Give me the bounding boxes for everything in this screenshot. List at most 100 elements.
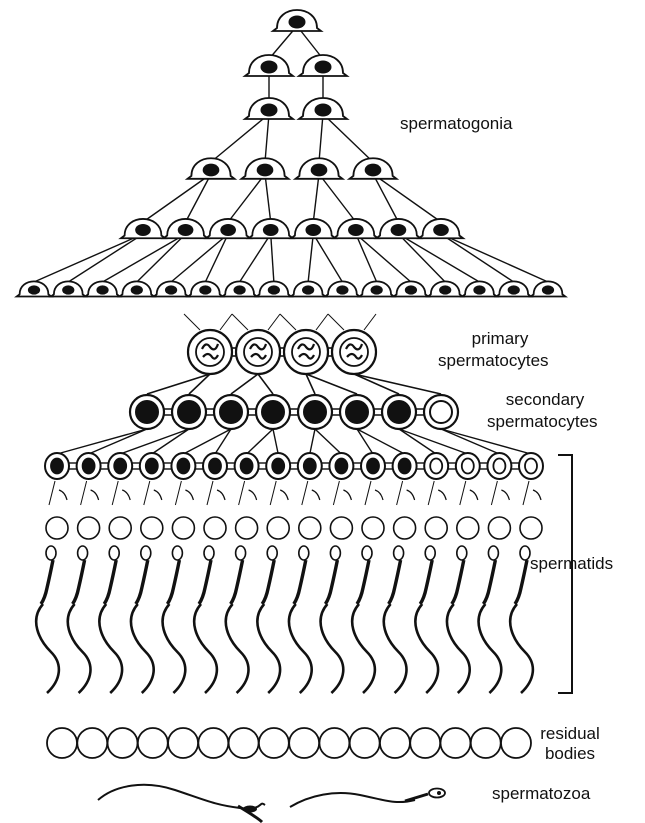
spermatid-thread bbox=[49, 481, 55, 505]
spermatid-tail-bud bbox=[280, 490, 288, 500]
spermatid-thread bbox=[81, 481, 87, 505]
spermatogonium-nucleus bbox=[433, 224, 449, 236]
spermatid-link-line bbox=[310, 429, 315, 454]
primary-link-line bbox=[316, 314, 328, 330]
spermatogonium-nucleus bbox=[178, 224, 194, 236]
spermatid-head-loop bbox=[204, 546, 214, 560]
spermatogonium-nucleus bbox=[233, 285, 245, 294]
spermatid-tail bbox=[384, 604, 407, 693]
spermatid-link-line bbox=[273, 429, 278, 454]
spermatid-link-line bbox=[399, 429, 436, 454]
secondary-spermatocyte-nucleus bbox=[304, 401, 326, 423]
spermatozoon-acrosome bbox=[437, 791, 441, 795]
primary-link-line bbox=[184, 314, 200, 330]
spermatid-tail bbox=[447, 604, 470, 693]
spermatid-midpiece bbox=[357, 560, 369, 604]
spermatogonia-link-line bbox=[373, 174, 441, 222]
label-residual: residual bbox=[520, 723, 620, 745]
secondary-link-line bbox=[258, 374, 273, 394]
spermatid-nucleus bbox=[367, 459, 379, 474]
spermatid-link-line bbox=[57, 429, 147, 454]
spermatogonium-nucleus bbox=[135, 224, 151, 236]
residual-body bbox=[259, 728, 289, 758]
spermatid-head-loop bbox=[141, 546, 151, 560]
spermatogonium-nucleus bbox=[96, 285, 108, 294]
spermatid-head-loop bbox=[394, 546, 404, 560]
spermatogonia-link-line bbox=[441, 234, 548, 282]
spermatogonium-nucleus bbox=[302, 285, 314, 294]
spermatogonia-link-line bbox=[265, 114, 269, 162]
spermatogonium-nucleus bbox=[336, 285, 348, 294]
spermatid-thread bbox=[144, 481, 150, 505]
spermatid-tail-bud bbox=[375, 490, 383, 500]
spermatid-thread bbox=[365, 481, 371, 505]
elongating-spermatid-cell bbox=[520, 517, 542, 539]
spermatogonia-link-line bbox=[313, 234, 342, 282]
residual-body bbox=[350, 728, 380, 758]
spermatid-thread bbox=[175, 481, 181, 505]
spermatogonia-link-line bbox=[308, 234, 313, 282]
spermatid-tail bbox=[289, 604, 312, 693]
spermatid-tail bbox=[257, 604, 280, 693]
residual-body bbox=[471, 728, 501, 758]
elongating-spermatid-cell bbox=[457, 517, 479, 539]
spermatid-nucleus bbox=[51, 459, 63, 474]
spermatogonia-link-line bbox=[205, 234, 228, 282]
residual-body bbox=[289, 728, 319, 758]
spermatid-tail-bud bbox=[407, 490, 415, 500]
spermatid-tail bbox=[68, 604, 91, 693]
spermatid-head-loop bbox=[46, 546, 56, 560]
spermatid-midpiece bbox=[199, 560, 211, 604]
spermatid-tail-bud bbox=[122, 490, 130, 500]
spermatid-midpiece bbox=[325, 560, 337, 604]
spermatid-tail-bud bbox=[501, 490, 509, 500]
spermatid-link-line bbox=[399, 429, 468, 454]
spermatid-head-loop bbox=[299, 546, 309, 560]
residual-body bbox=[138, 728, 168, 758]
spermatogonium-nucleus bbox=[165, 285, 177, 294]
label-spermatids: spermatids bbox=[530, 553, 613, 575]
spermatid-head-loop bbox=[267, 546, 277, 560]
spermatid-nucleus bbox=[209, 459, 221, 474]
elongating-spermatid-cell bbox=[172, 517, 194, 539]
spermatid-nucleus bbox=[146, 459, 158, 474]
spermatogonium-nucleus bbox=[62, 285, 74, 294]
spermatogonium-nucleus bbox=[131, 285, 143, 294]
spermatid-thread bbox=[523, 481, 529, 505]
spermatid-head-loop bbox=[172, 546, 182, 560]
spermatogonium-nucleus bbox=[542, 285, 554, 294]
label-residual-bodies: bodies bbox=[520, 743, 620, 765]
residual-body bbox=[410, 728, 440, 758]
spermatid-tail-bud bbox=[185, 490, 193, 500]
spermatid-link-line bbox=[247, 429, 273, 454]
elongating-spermatid-cell bbox=[330, 517, 352, 539]
spermatogonium-nucleus bbox=[220, 224, 236, 236]
spermatid-nucleus bbox=[83, 459, 95, 474]
spermatid-tail-bud bbox=[438, 490, 446, 500]
secondary-spermatocyte-nucleus bbox=[388, 401, 410, 423]
spermatid-midpiece bbox=[104, 560, 116, 604]
spermatid-tail bbox=[321, 604, 344, 693]
spermatogonia-link-line bbox=[265, 174, 271, 222]
spermatid-midpiece bbox=[294, 560, 306, 604]
spermatogonium-nucleus bbox=[199, 285, 211, 294]
spermatid-nucleus bbox=[493, 459, 505, 474]
spermatid-link-line bbox=[89, 429, 147, 454]
spermatid-link-line bbox=[120, 429, 189, 454]
spermatid-head-loop bbox=[425, 546, 435, 560]
primary-spermatocyte-nucleus bbox=[340, 338, 368, 366]
spermatogonium-nucleus bbox=[268, 285, 280, 294]
spermatid-midpiece bbox=[41, 560, 53, 604]
secondary-spermatocyte-nucleus bbox=[136, 401, 158, 423]
spermatid-midpiece bbox=[231, 560, 243, 604]
spermatogonium-nucleus bbox=[28, 285, 40, 294]
primary-spermatocyte-nucleus bbox=[244, 338, 272, 366]
secondary-link-line bbox=[354, 374, 399, 394]
spermatogonia-link-line bbox=[228, 174, 265, 222]
spermatid-nucleus bbox=[462, 459, 474, 474]
spermatid-head-loop bbox=[78, 546, 88, 560]
primary-link-line bbox=[364, 314, 376, 330]
spermatid-tail-bud bbox=[91, 490, 99, 500]
spermatogonium-nucleus bbox=[508, 285, 520, 294]
residual-body bbox=[319, 728, 349, 758]
